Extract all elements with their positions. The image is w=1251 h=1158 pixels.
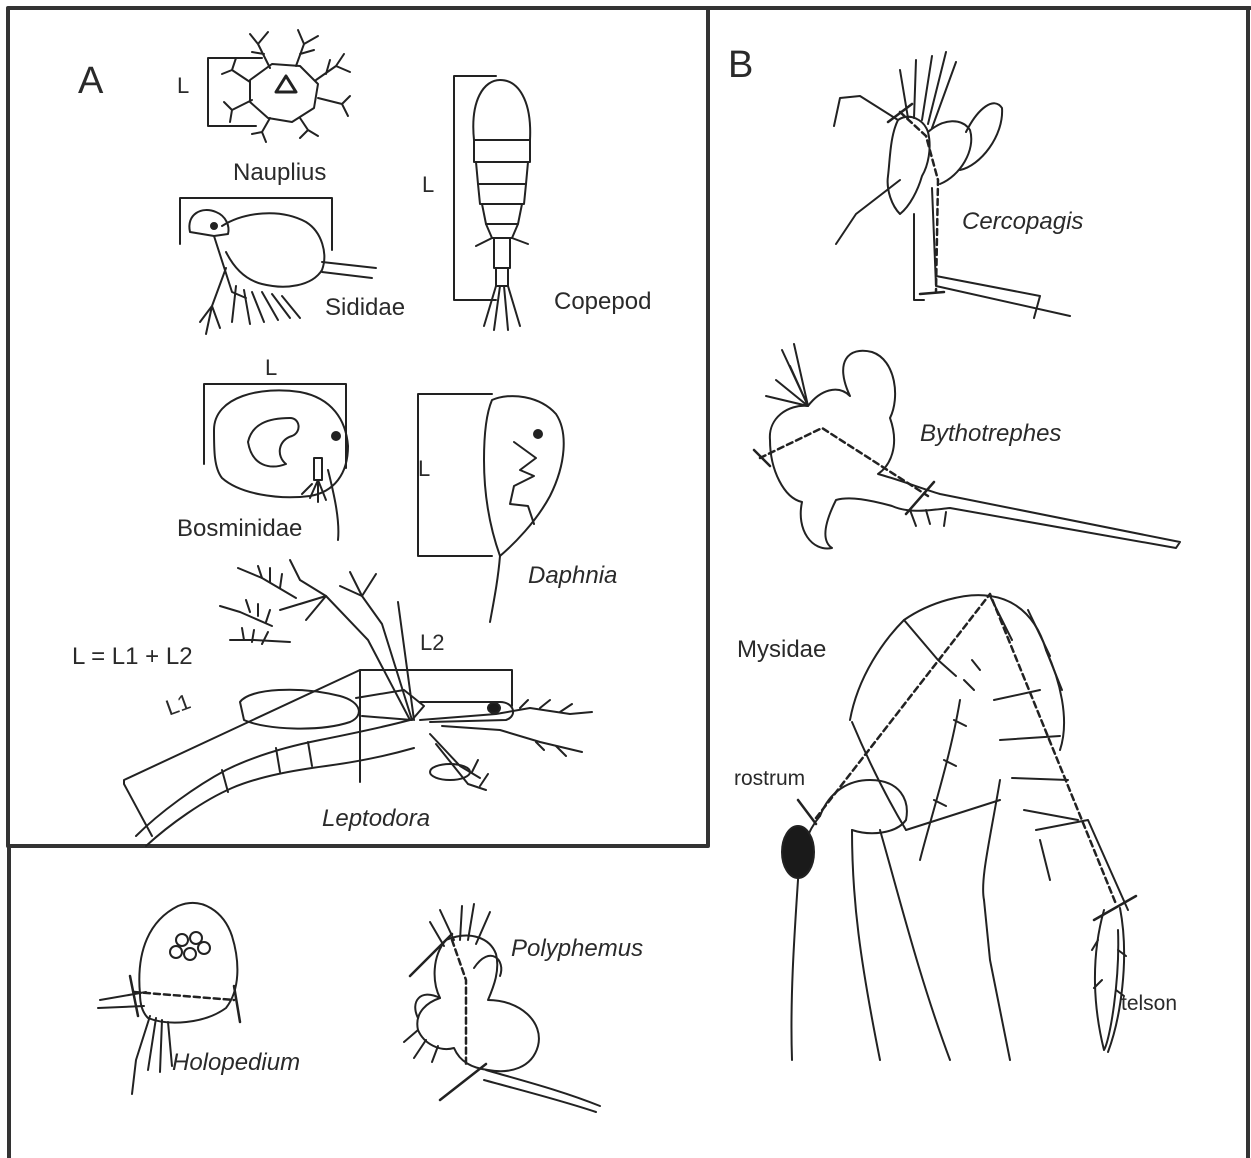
- daphnia-length-label: L: [418, 458, 430, 480]
- bosminidae-length-bracket: [204, 384, 346, 468]
- mysidae-drawing: [782, 594, 1136, 1060]
- leptodora-label: Leptodora: [322, 807, 430, 831]
- sididae-label: Sididae: [325, 296, 405, 320]
- rostrum-label: rostrum: [734, 768, 805, 789]
- leptodora-drawing: [124, 560, 592, 846]
- nauplius-length-bracket: [208, 58, 262, 126]
- cercopagis-label: Cercopagis: [962, 210, 1083, 234]
- nauplius-drawing: [208, 30, 350, 142]
- bythotrephes-label: Bythotrephes: [920, 422, 1061, 446]
- leptodora-l2-label: L2: [420, 632, 444, 654]
- holopedium-label: Holopedium: [172, 1051, 300, 1075]
- nauplius-label: Nauplius: [233, 161, 326, 185]
- nauplius-length-label: L: [177, 75, 189, 97]
- panel-b-letter: B: [728, 46, 753, 84]
- mysidae-label: Mysidae: [737, 638, 826, 662]
- cercopagis-drawing: [834, 52, 1070, 318]
- daphnia-label: Daphnia: [528, 564, 617, 588]
- polyphemus-label: Polyphemus: [511, 937, 643, 961]
- copepod-label: Copepod: [554, 290, 651, 314]
- panel-a-letter: A: [78, 62, 103, 100]
- telson-label: telson: [1121, 993, 1177, 1014]
- panel-frames: [8, 8, 1250, 1158]
- copepod-drawing: [454, 76, 530, 330]
- copepod-length-label: L: [422, 174, 434, 196]
- panel-a-frame: [8, 8, 708, 846]
- leptodora-length-formula: L = L1 + L2: [72, 645, 193, 669]
- bosminidae-label: Bosminidae: [177, 517, 302, 541]
- bosminidae-length-label: L: [265, 357, 277, 379]
